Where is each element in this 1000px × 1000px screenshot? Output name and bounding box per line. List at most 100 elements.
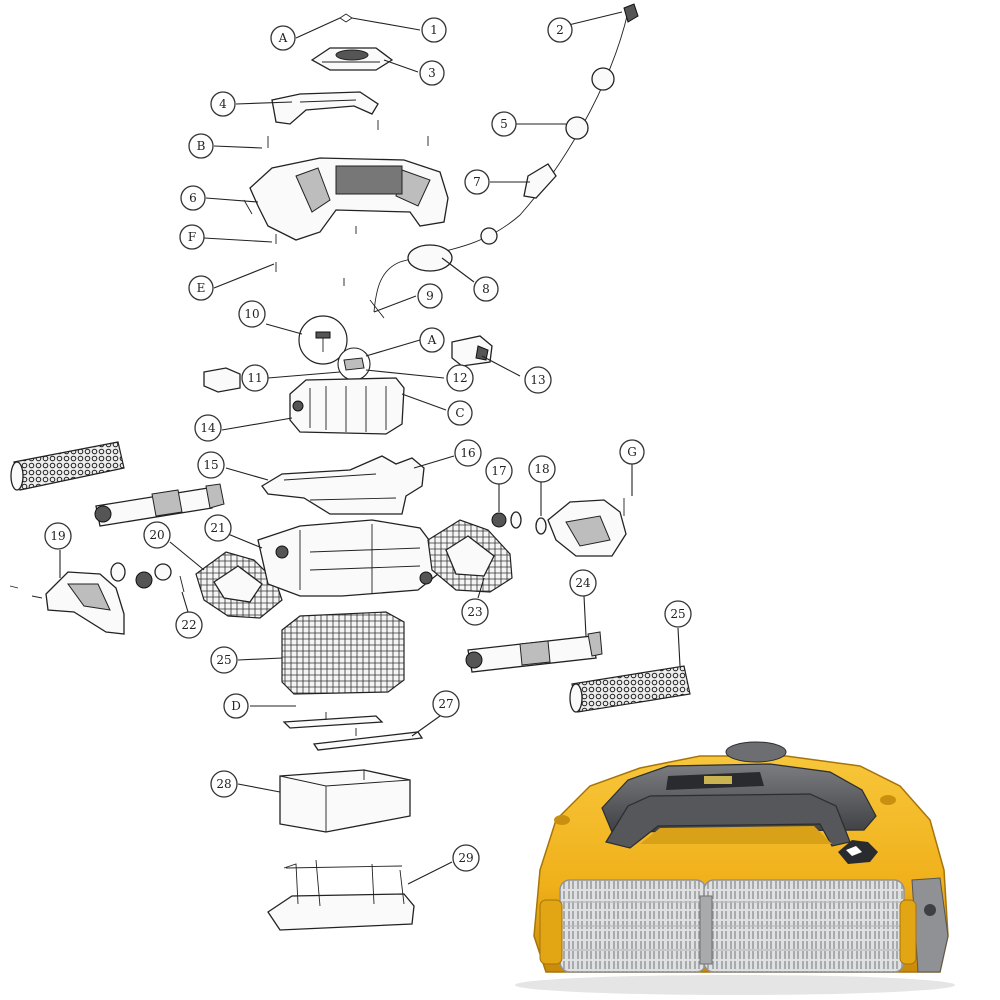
callout-28: 28 xyxy=(210,770,238,798)
part-small-block xyxy=(203,367,241,393)
callout-23: 23 xyxy=(461,598,489,626)
part-left-brush xyxy=(10,441,125,491)
callout-25-filter: 25 xyxy=(210,646,238,674)
svg-text:8: 8 xyxy=(482,282,490,296)
callout-F: F xyxy=(179,224,205,250)
part-right-track xyxy=(427,519,513,593)
callout-C: C xyxy=(447,400,473,426)
front-brush-right xyxy=(703,879,905,973)
svg-text:17: 17 xyxy=(491,464,506,478)
callout-11: 11 xyxy=(241,364,269,392)
callout-G: G xyxy=(619,439,645,465)
callout-13: 13 xyxy=(524,366,552,394)
part-EF-screws xyxy=(275,226,357,286)
part-6-top-cover xyxy=(243,157,449,241)
callout-10: 10 xyxy=(238,300,266,328)
callout-19: 19 xyxy=(44,522,72,550)
callout-17: 17 xyxy=(485,457,513,485)
svg-text:25: 25 xyxy=(670,607,685,621)
part-24-right-axle xyxy=(465,631,603,673)
svg-text:24: 24 xyxy=(575,576,591,590)
callout-24: 24 xyxy=(569,569,597,597)
part-B-screws xyxy=(267,120,429,148)
svg-text:21: 21 xyxy=(210,521,225,535)
part-13-clip xyxy=(451,335,493,367)
svg-text:29: 29 xyxy=(458,851,473,865)
callout-12: 12 xyxy=(446,364,474,392)
svg-text:E: E xyxy=(197,281,206,295)
part-1-screw xyxy=(339,13,353,23)
callout-27: 27 xyxy=(432,690,460,718)
svg-text:A: A xyxy=(427,333,437,347)
part-15-16-chassis-plate xyxy=(261,455,425,515)
svg-text:2: 2 xyxy=(556,23,564,37)
callout-B: B xyxy=(188,133,214,159)
leader-lines xyxy=(59,11,681,885)
svg-text:10: 10 xyxy=(244,307,259,321)
svg-text:G: G xyxy=(627,445,637,459)
svg-text:F: F xyxy=(188,230,196,244)
callout-1: 1 xyxy=(421,17,447,43)
svg-text:27: 27 xyxy=(438,697,453,711)
svg-text:18: 18 xyxy=(534,462,549,476)
part-10-detail xyxy=(298,315,348,365)
part-25-filter-basket xyxy=(281,611,405,695)
part-14-motor-box xyxy=(289,377,405,435)
svg-text:1: 1 xyxy=(430,23,438,37)
part-17-18-bearings xyxy=(491,511,547,535)
callout-20: 20 xyxy=(143,521,171,549)
callout-25-brush: 25 xyxy=(664,600,692,628)
svg-text:C: C xyxy=(455,406,464,420)
callout-D: D xyxy=(223,693,249,719)
callout-18: 18 xyxy=(528,455,556,483)
part-21-chassis-frame xyxy=(257,519,439,597)
svg-text:D: D xyxy=(231,699,241,713)
svg-text:B: B xyxy=(197,139,206,153)
callout-15: 15 xyxy=(197,451,225,479)
callout-4: 4 xyxy=(210,91,236,117)
callout-29: 29 xyxy=(452,844,480,872)
part-4-handle xyxy=(271,91,379,125)
svg-text:22: 22 xyxy=(181,618,196,632)
svg-text:28: 28 xyxy=(216,777,231,791)
svg-text:3: 3 xyxy=(428,66,436,80)
callout-16: 16 xyxy=(454,439,482,467)
svg-text:15: 15 xyxy=(203,458,218,472)
svg-text:4: 4 xyxy=(219,97,227,111)
callout-5: 5 xyxy=(491,111,517,137)
part-right-side-plate xyxy=(547,498,627,557)
svg-text:23: 23 xyxy=(467,605,482,619)
svg-text:20: 20 xyxy=(149,528,164,542)
part-3-swivel-cap xyxy=(310,47,394,71)
callout-A-top: A xyxy=(270,25,296,51)
callout-7: 7 xyxy=(464,169,490,195)
callout-6: 6 xyxy=(180,185,206,211)
callout-8: 8 xyxy=(473,276,499,302)
svg-text:16: 16 xyxy=(460,446,475,460)
part-left-axle xyxy=(94,483,225,527)
callout-21: 21 xyxy=(204,514,232,542)
part-27-filter-frame xyxy=(282,712,424,751)
svg-text:14: 14 xyxy=(200,421,216,435)
part-cable-swivel-floats xyxy=(369,3,639,319)
dolphin-logo-icon xyxy=(838,840,878,864)
part-29-filter-tray xyxy=(267,859,415,931)
svg-text:9: 9 xyxy=(426,289,434,303)
callout-22: 22 xyxy=(175,611,203,639)
svg-text:12: 12 xyxy=(452,371,467,385)
svg-text:A: A xyxy=(278,31,288,45)
callout-A-mid: A xyxy=(419,327,445,353)
callout-14: 14 xyxy=(194,414,222,442)
part-19-left-side-plate xyxy=(9,571,125,635)
svg-text:7: 7 xyxy=(473,175,481,189)
part-28-filter-box xyxy=(279,769,411,833)
part-20-22-gears xyxy=(110,562,185,593)
callout-9: 9 xyxy=(417,283,443,309)
pool-cleaner-robot-photo xyxy=(515,741,955,995)
callout-2: 2 xyxy=(547,17,573,43)
svg-text:19: 19 xyxy=(50,529,65,543)
part-left-track xyxy=(195,551,283,619)
svg-text:13: 13 xyxy=(530,373,545,387)
part-26-right-brush xyxy=(569,665,691,713)
callout-3: 3 xyxy=(419,60,445,86)
